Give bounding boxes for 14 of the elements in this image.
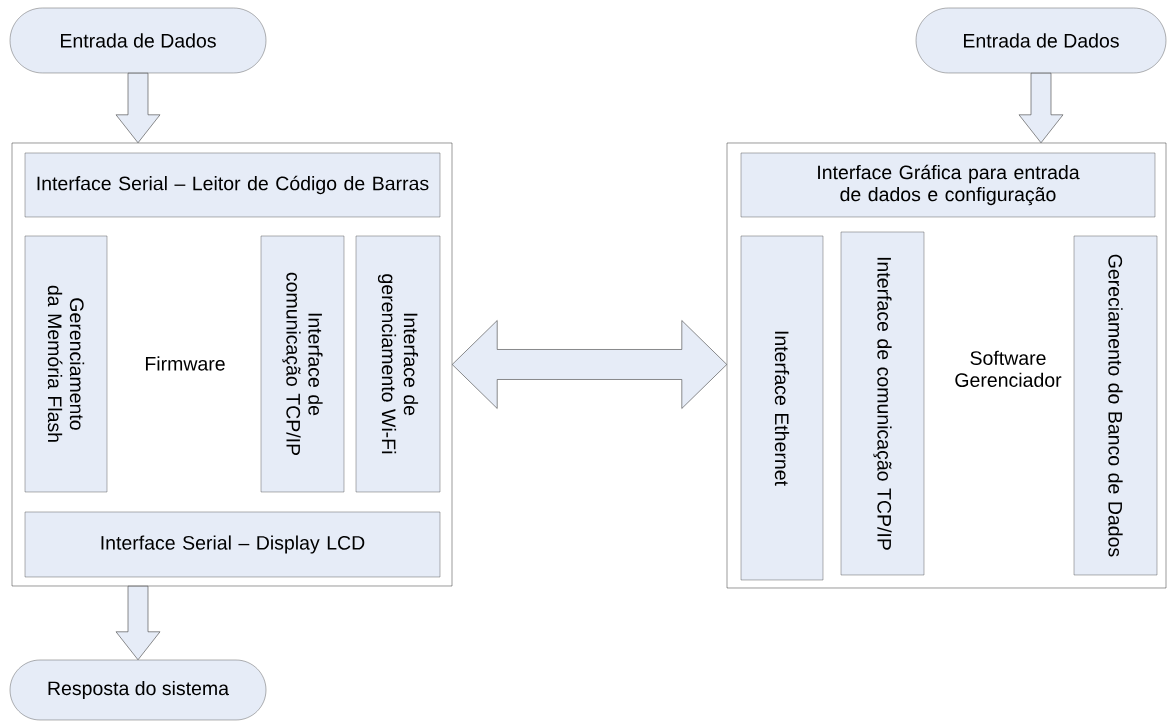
block-arrow [1018, 72, 1064, 144]
terminator-oval: Resposta do sistema [9, 659, 267, 721]
block-arrow [115, 72, 161, 144]
double-block-arrow [451, 320, 728, 409]
block-arrow [115, 585, 161, 661]
component-box: Interface de comunicação TCP/IP [260, 235, 345, 493]
component-box: Gereciamento do Banco de Dados [1073, 235, 1158, 576]
component-box: Interface Serial – Display LCD [24, 511, 441, 578]
component-box: Interface Serial – Leitor de Código de Barras [24, 152, 441, 218]
component-box: Interface de comunicação TCP/IP [840, 231, 925, 576]
component-box: Interface Gráfica para entrada de dados e configuração [740, 152, 1156, 218]
component-box: Interface de gerenciamento Wi-Fi [355, 235, 441, 493]
component-box: Gerenciamento da Memória Flash [24, 235, 108, 493]
component-box: Interface Ethernet [740, 235, 824, 581]
